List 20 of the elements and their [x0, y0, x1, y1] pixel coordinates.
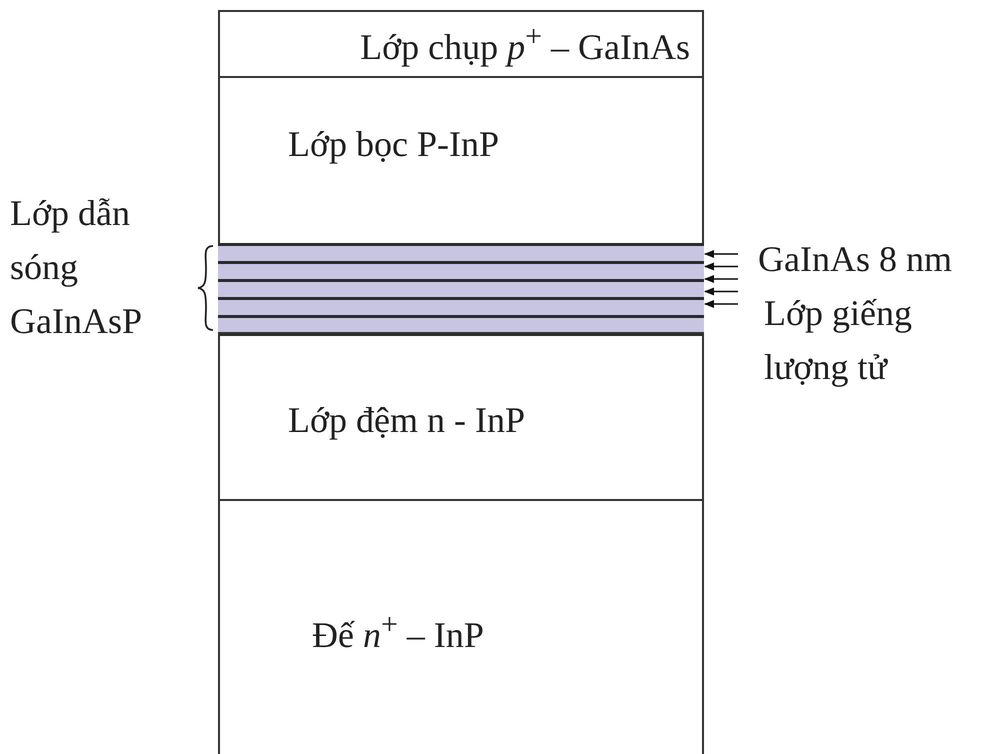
side-label: Lớp dẫn sóng GaInAsP: [10, 192, 143, 343]
quantum-well-layer: [218, 297, 704, 315]
arrow: [704, 250, 738, 258]
arrow: [704, 288, 738, 296]
side-label: GaInAs 8 nm: [758, 238, 953, 281]
semiconductor-layer: [218, 499, 704, 754]
layer-label: Lớp bọc P-InP: [288, 124, 500, 164]
quantum-well-layer: [218, 261, 704, 279]
layer-label: Lớp đệm n - InP: [288, 400, 526, 440]
semiconductor-layer: [218, 10, 704, 78]
arrow: [704, 275, 738, 283]
semiconductor-layer: [218, 332, 704, 501]
side-label: Lớp giếng lượng tử: [764, 292, 914, 389]
quantum-well-layer: [218, 279, 704, 297]
arrow: [704, 300, 738, 308]
quantum-well-layer: [218, 243, 704, 261]
quantum-well-layer: [218, 315, 704, 336]
arrow: [704, 262, 738, 270]
layer-label: Lớp chụp p$^{+}$ – GaInAs: [360, 20, 690, 68]
layer-label: Đế n$^{+}$ – InP: [312, 608, 484, 656]
